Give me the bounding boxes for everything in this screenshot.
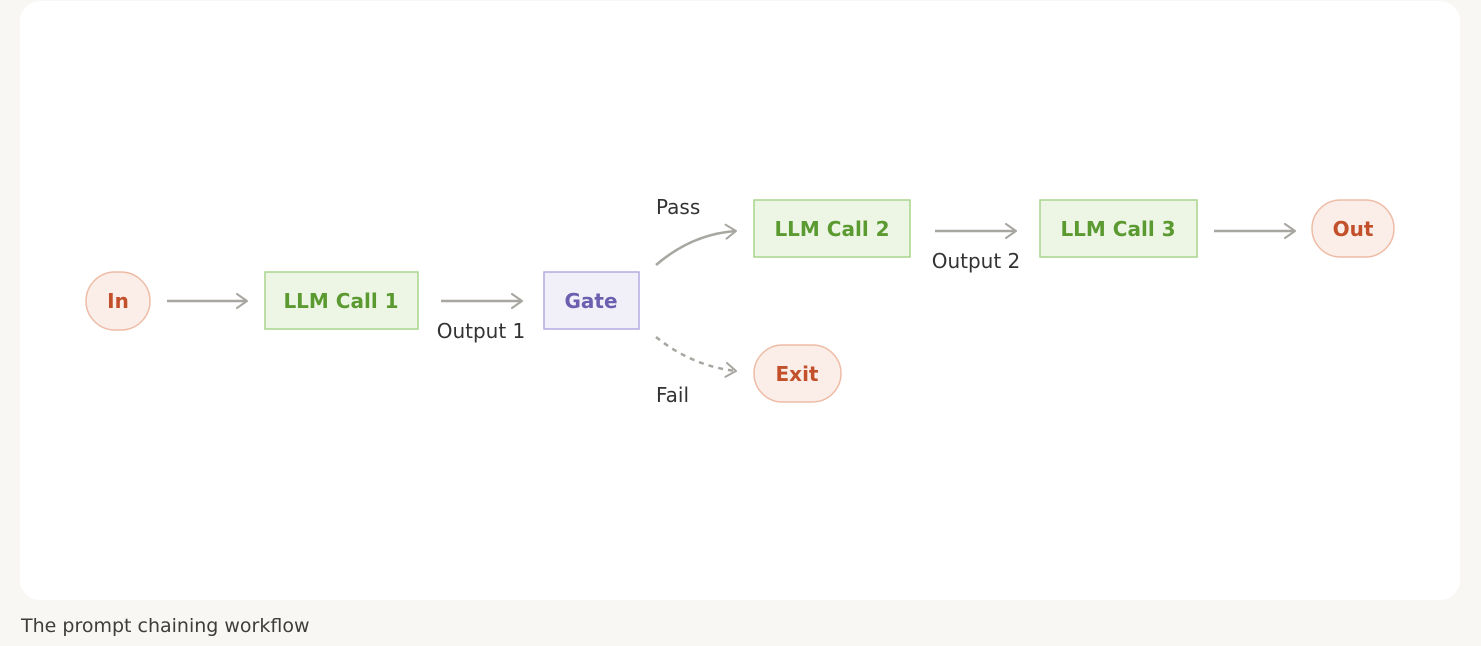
node-exit: Exit — [753, 344, 842, 403]
node-llm-call-2: LLM Call 2 — [753, 199, 911, 258]
node-in-label: In — [107, 289, 129, 313]
node-exit-label: Exit — [776, 362, 819, 386]
node-llm-call-3-label: LLM Call 3 — [1060, 217, 1175, 241]
diagram-card — [20, 1, 1460, 600]
node-llm-call-2-label: LLM Call 2 — [774, 217, 889, 241]
node-in: In — [85, 271, 151, 331]
edge-label-pass: Pass — [656, 195, 700, 219]
node-llm-call-1-label: LLM Call 1 — [283, 289, 398, 313]
edge-label-fail: Fail — [656, 383, 689, 407]
node-llm-call-3: LLM Call 3 — [1039, 199, 1198, 258]
node-llm-call-1: LLM Call 1 — [264, 271, 419, 330]
node-out: Out — [1311, 199, 1395, 258]
edge-label-output-1: Output 1 — [437, 319, 526, 343]
figure-caption: The prompt chaining workflow — [21, 615, 310, 637]
node-out-label: Out — [1333, 217, 1374, 241]
node-gate: Gate — [543, 271, 640, 330]
edge-label-output-2: Output 2 — [932, 249, 1021, 273]
node-gate-label: Gate — [564, 289, 617, 313]
arrow-gate-fail-to-exit — [655, 336, 737, 378]
arrow-gate-pass-to-llm2 — [655, 223, 737, 266]
